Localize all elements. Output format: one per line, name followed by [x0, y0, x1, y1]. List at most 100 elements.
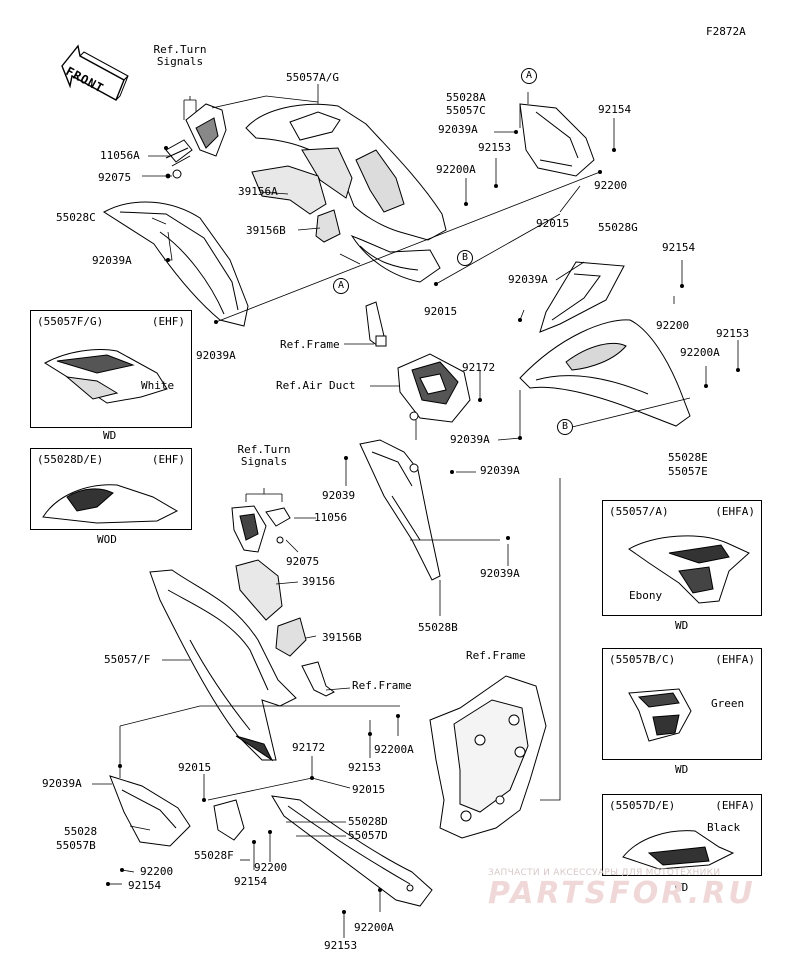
- label-92200-1[interactable]: 92200: [594, 179, 628, 192]
- label-92015-4[interactable]: 92015: [352, 783, 386, 796]
- inset-caption: WD: [103, 429, 117, 442]
- label-92172-1[interactable]: 92172: [462, 361, 496, 374]
- ref-circle-a-1: A: [521, 68, 537, 84]
- inset-note: Ebony: [629, 589, 663, 602]
- label-92172-2[interactable]: 92172: [292, 741, 326, 754]
- label-55028a[interactable]: 55028A: [446, 91, 486, 104]
- inset-caption: WD: [675, 881, 689, 894]
- label-55028[interactable]: 55028: [64, 825, 98, 838]
- label-92200-2[interactable]: 92200: [656, 319, 690, 332]
- inset-note: Green: [711, 697, 745, 710]
- bracket-55028f: [213, 799, 245, 841]
- part-39156a-shape: [251, 165, 327, 215]
- label-92039-1[interactable]: 92039: [322, 489, 356, 502]
- label-92200a-1[interactable]: 92200A: [436, 163, 476, 176]
- lower-panel-55028d: [271, 795, 433, 907]
- leader-lines: [92, 84, 739, 938]
- label-55028b[interactable]: 55028B: [418, 621, 458, 634]
- label-11056a[interactable]: 11056A: [100, 149, 140, 162]
- part-39156-shape: [235, 559, 283, 621]
- inset-part-illustration: [628, 688, 692, 742]
- label-ref-turn-signals-top[interactable]: Ref.Turn Signals: [153, 43, 207, 68]
- label-92039a-4[interactable]: 92039A: [196, 349, 236, 362]
- label-92200-3[interactable]: 92200: [140, 865, 174, 878]
- label-92153-3[interactable]: 92153: [348, 761, 382, 774]
- label-55057f[interactable]: 55057/F: [104, 653, 151, 666]
- watermark: ЗАПЧАСТИ И АКСЕССУАРЫ ДЛЯ МОТОТЕХНИКИ PA…: [488, 868, 788, 911]
- label-92039a-8[interactable]: 92039A: [42, 777, 82, 790]
- label-92015-1[interactable]: 92015: [536, 217, 570, 230]
- small-panel-55028a: [519, 103, 595, 177]
- label-39156[interactable]: 39156: [302, 575, 336, 588]
- label-92153-2[interactable]: 92153: [716, 327, 750, 340]
- label-55057c[interactable]: 55057C: [446, 104, 486, 117]
- turn-signal-top: [165, 103, 227, 179]
- label-92200a-2[interactable]: 92200A: [680, 346, 720, 359]
- label-92075-1[interactable]: 92075: [98, 171, 132, 184]
- label-ref-frame-2[interactable]: Ref.Frame: [466, 649, 526, 662]
- lower-cowl-55057f: [149, 569, 297, 762]
- inset-note: White: [141, 379, 175, 392]
- label-55028e[interactable]: 55028E: [668, 451, 708, 464]
- label-ref-frame-1[interactable]: Ref.Frame: [280, 338, 340, 351]
- label-92039a-7[interactable]: 92039A: [480, 567, 520, 580]
- label-92200a-3[interactable]: 92200A: [374, 743, 414, 756]
- label-92039a-5[interactable]: 92039A: [450, 433, 490, 446]
- label-39156b-2[interactable]: 39156B: [322, 631, 362, 644]
- label-92039a-3[interactable]: 92039A: [508, 273, 548, 286]
- label-39156a[interactable]: 39156A: [238, 185, 278, 198]
- inset-part-illustration: [44, 349, 168, 404]
- inset-part-illustration: [622, 830, 735, 870]
- ref-circle-b-2: B: [557, 419, 573, 435]
- inset-part-illustration: [42, 484, 179, 524]
- air-duct: [397, 353, 471, 423]
- label-92154-1[interactable]: 92154: [598, 103, 632, 116]
- label-92039a-1[interactable]: 92039A: [438, 123, 478, 136]
- label-ref-frame-3[interactable]: Ref.Frame: [352, 679, 412, 692]
- label-55028c[interactable]: 55028C: [56, 211, 96, 224]
- label-92075-2[interactable]: 92075: [286, 555, 320, 568]
- label-39156b-1[interactable]: 39156B: [246, 224, 286, 237]
- inset-code: (55057D/E): [609, 799, 676, 812]
- label-55028d[interactable]: 55028D: [348, 815, 388, 828]
- label-92154-4[interactable]: 92154: [234, 875, 268, 888]
- inset-variant: (EHFA): [715, 653, 755, 666]
- bracket-upper: [365, 301, 387, 347]
- inset-caption: WD: [675, 619, 689, 632]
- label-92153-1[interactable]: 92153: [478, 141, 512, 154]
- inset-caption: WOD: [97, 533, 117, 546]
- inset-55057fg: (55057F/G)(EHF) White WD: [30, 310, 192, 442]
- label-92015-2[interactable]: 92015: [424, 305, 458, 318]
- label-55028f[interactable]: 55028F: [194, 849, 234, 862]
- inset-code: (55028D/E): [37, 453, 104, 466]
- label-11056[interactable]: 11056: [314, 511, 348, 524]
- upper-cowl-55057ag: [245, 103, 447, 283]
- label-92153-4[interactable]: 92153: [324, 939, 358, 952]
- label-55057d[interactable]: 55057D: [348, 829, 388, 842]
- inset-variant: (EHFA): [715, 505, 755, 518]
- figure-id: F2872A: [706, 25, 746, 38]
- ref-circle-a-2: A: [333, 278, 349, 294]
- label-55057ag[interactable]: 55057A/G: [286, 71, 339, 84]
- label-ref-air-duct[interactable]: Ref.Air Duct: [276, 379, 356, 392]
- watermark-logo: PARTSFOR.RU: [488, 876, 756, 911]
- label-ref-turn-signals-mid[interactable]: Ref.Turn Signals: [237, 443, 291, 468]
- label-92154-3[interactable]: 92154: [128, 879, 162, 892]
- label-55057b[interactable]: 55057B: [56, 839, 96, 852]
- label-55028g[interactable]: 55028G: [598, 221, 638, 234]
- label-92039a-6[interactable]: 92039A: [480, 464, 520, 477]
- inset-55028de: (55028D/E)(EHF) WOD: [30, 448, 192, 546]
- label-55057e[interactable]: 55057E: [668, 465, 708, 478]
- label-92200-4[interactable]: 92200: [254, 861, 288, 874]
- inset-code: (55057B/C): [609, 653, 676, 666]
- ref-circle-b-1: B: [457, 250, 473, 266]
- inset-55057bc: (55057B/C)(EHFA) Green WD: [602, 648, 762, 776]
- label-92015-3[interactable]: 92015: [178, 761, 212, 774]
- label-92200a-4[interactable]: 92200A: [354, 921, 394, 934]
- inset-code: (55057F/G): [37, 315, 104, 328]
- inset-code: (55057/A): [609, 505, 669, 518]
- label-92154-2[interactable]: 92154: [662, 241, 696, 254]
- label-92039a-2[interactable]: 92039A: [92, 254, 132, 267]
- side-panel-55028g: [539, 261, 625, 333]
- bracket-lower: [301, 661, 335, 697]
